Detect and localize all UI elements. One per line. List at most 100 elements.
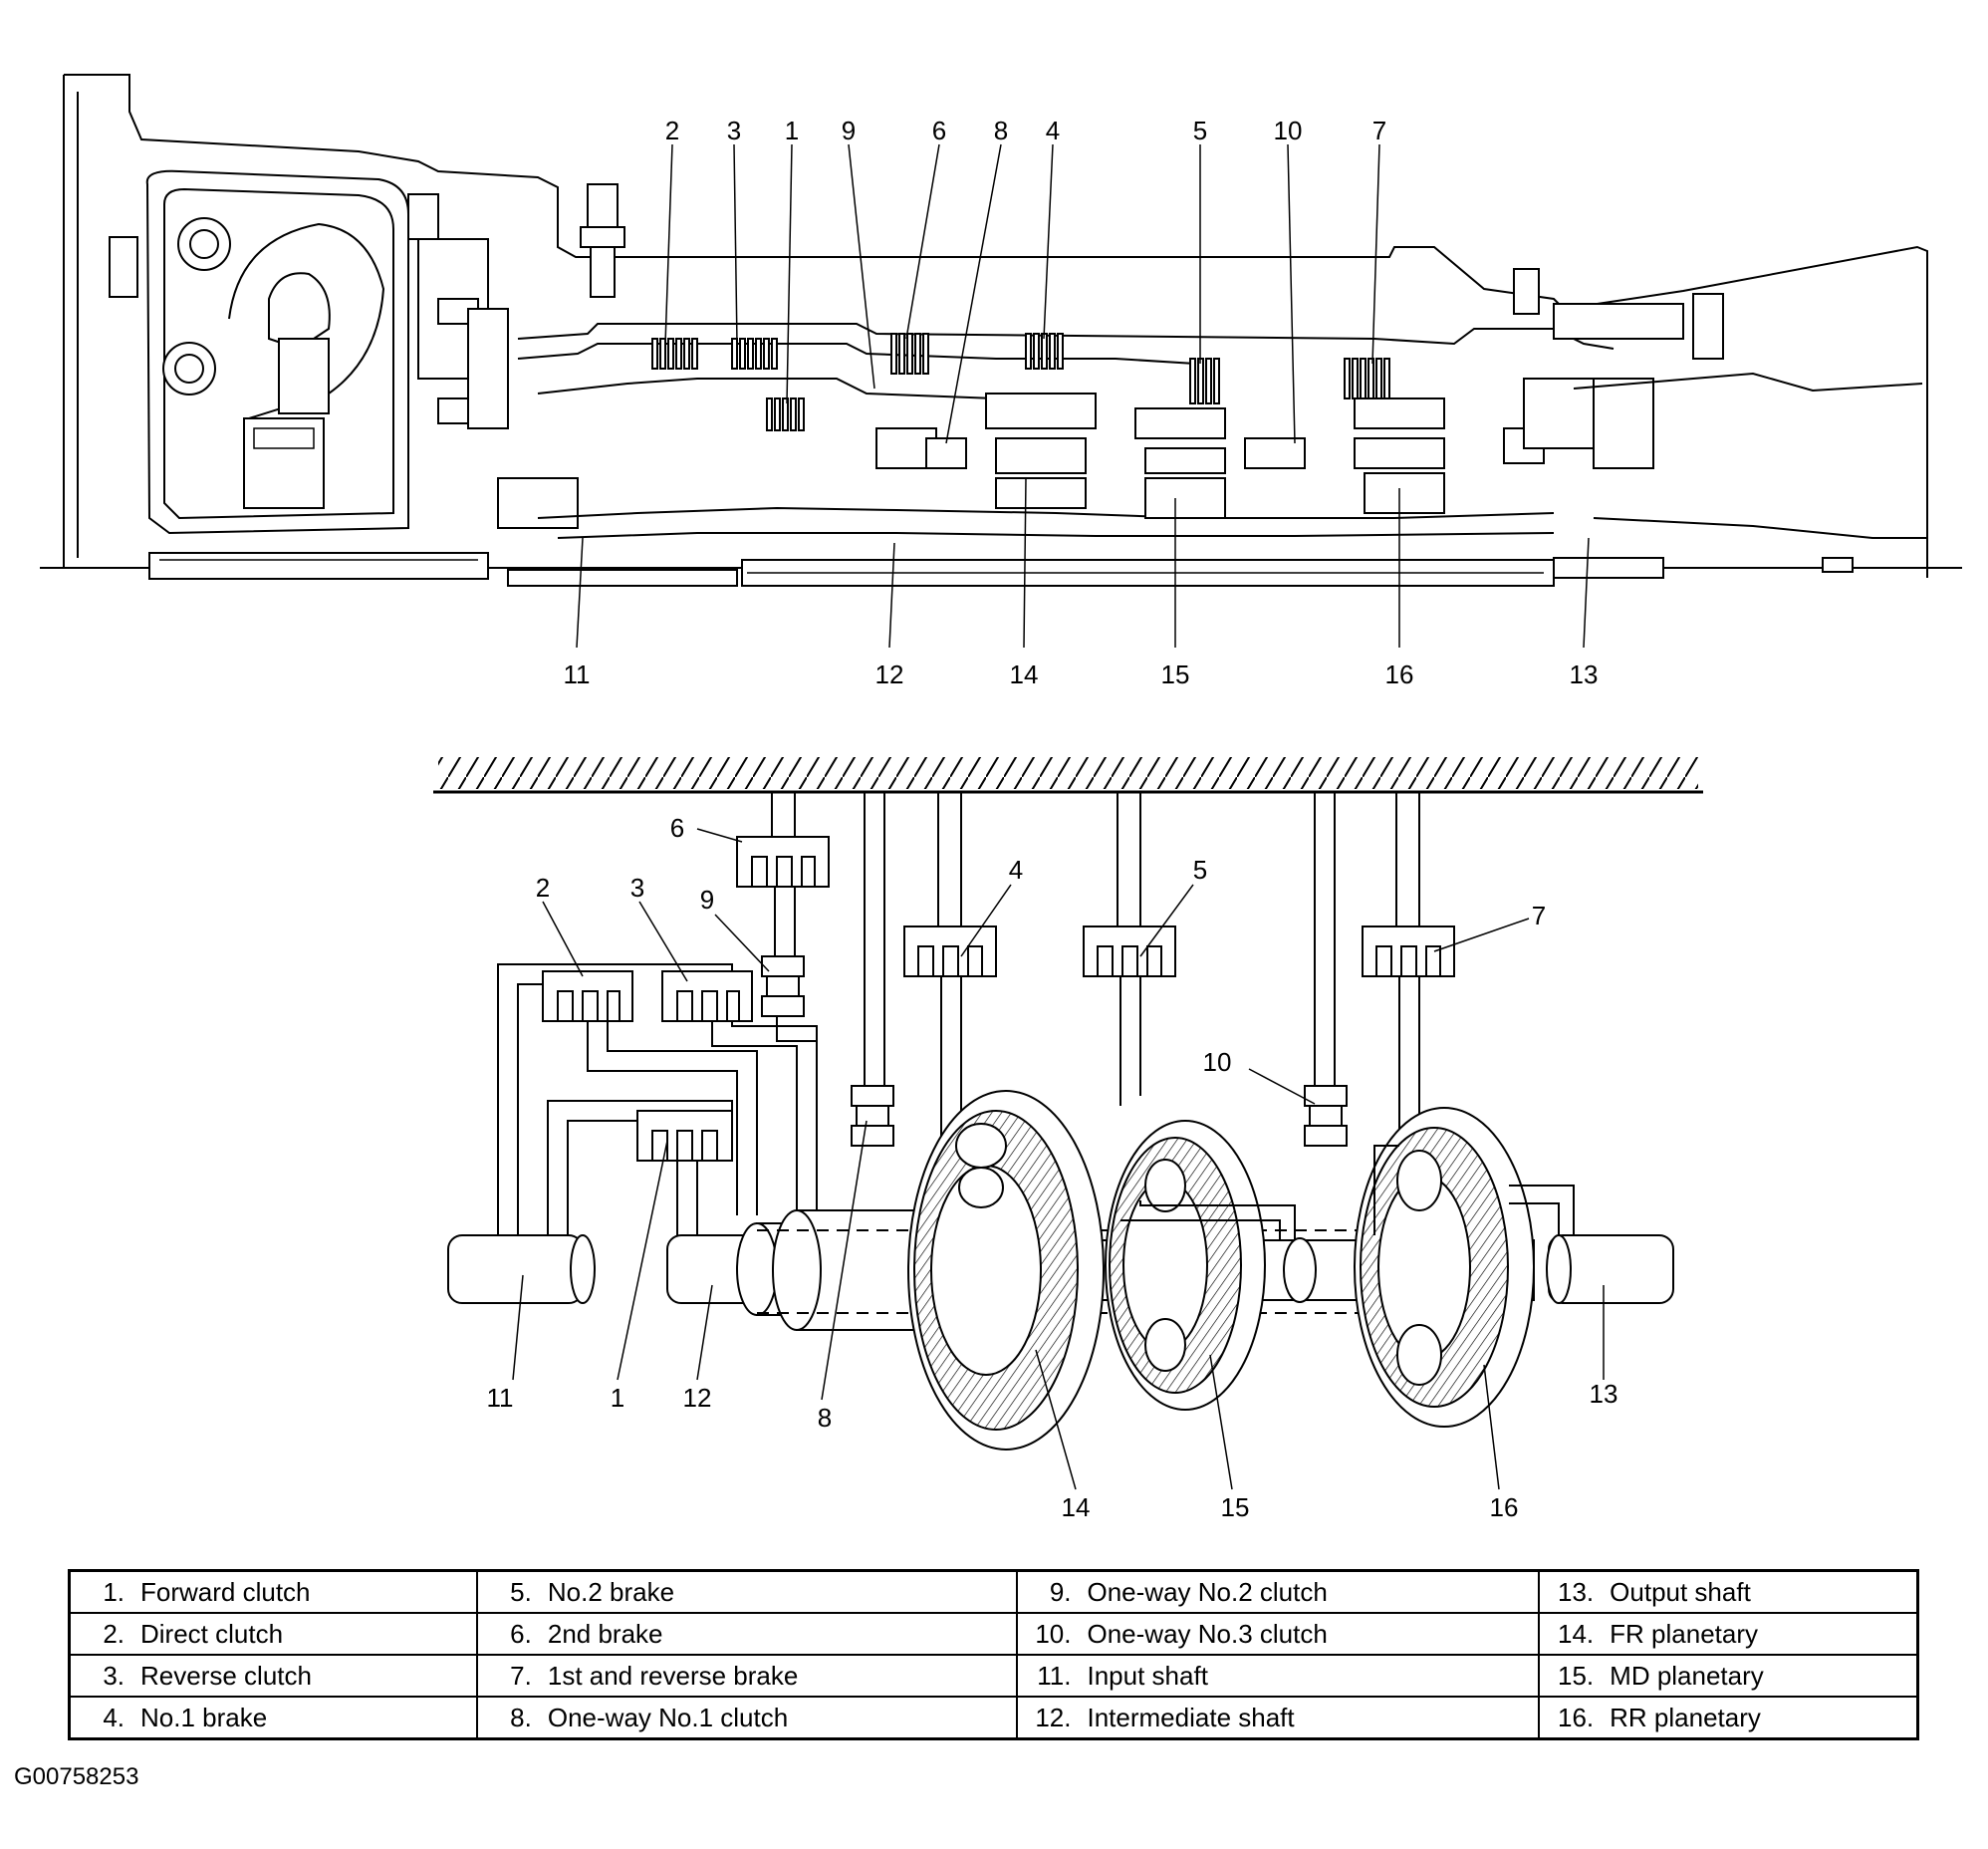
callout-10: 10	[1274, 116, 1303, 145]
legend-label: 1st and reverse brake	[547, 1660, 799, 1691]
legend-number: 9.	[1049, 1576, 1072, 1607]
one-way-clutch-9-symbol	[761, 955, 805, 1017]
cross-section-view: 2 3 1 9 6 8 4 5 10 7 11 12 14 15 16 13	[40, 74, 1962, 689]
legend-number: 16.	[1558, 1702, 1595, 1732]
legend-cell: 6. 2nd brake	[475, 1612, 1018, 1656]
legend-cell: 7. 1st and reverse brake	[475, 1654, 1018, 1698]
legend-number: 3.	[103, 1660, 124, 1691]
schematic-callout-3: 3	[630, 873, 644, 903]
schematic-callout-14: 14	[1062, 1492, 1091, 1522]
legend-number: 6.	[510, 1618, 532, 1649]
legend-cell: 13.Output shaft	[1538, 1569, 1919, 1614]
schematic-callout-7: 7	[1532, 901, 1546, 930]
legend-cell: 15. MD planetary	[1538, 1654, 1919, 1698]
legend-label: Intermediate shaft	[1087, 1702, 1295, 1732]
legend-label: MD planetary	[1610, 1660, 1764, 1691]
schematic-view: 6 2 3 9 4 5 7 10 11 1 12 8 13 14 15 16	[433, 757, 1703, 1522]
fr-planetary-symbol	[907, 1090, 1105, 1451]
schematic-callout-8: 8	[818, 1403, 832, 1433]
legend-label: 2nd brake	[547, 1618, 663, 1649]
figure-id: G00758253	[14, 1763, 139, 1790]
callout-9: 9	[842, 116, 856, 145]
legend-cell: 9. One-way No.2 clutch	[1015, 1569, 1541, 1614]
schematic-callout-2: 2	[536, 873, 550, 903]
legend-cell: 2. Direct clutch	[68, 1612, 478, 1656]
legend-label: One-way No.2 clutch	[1087, 1576, 1328, 1607]
legend-label: Forward clutch	[140, 1576, 311, 1607]
schematic-callout-13: 13	[1590, 1379, 1618, 1409]
legend-cell: 10. One-way No.3 clutch	[1015, 1612, 1541, 1656]
brake-4-symbol	[903, 925, 997, 1136]
legend-number: 4.	[103, 1702, 124, 1732]
callout-8: 8	[994, 116, 1008, 145]
callout-15: 15	[1161, 660, 1190, 689]
callout-4: 4	[1046, 116, 1060, 145]
transmission-case-outline	[64, 74, 1928, 578]
component-legend-table: 1.Forward clutch 5.No.2 brake 9.One-way …	[68, 1569, 1919, 1740]
one-way-clutch-10-symbol	[1304, 1085, 1348, 1147]
legend-row: 1.Forward clutch 5.No.2 brake 9.One-way …	[68, 1569, 1919, 1614]
legend-cell: 11. Input shaft	[1015, 1654, 1541, 1698]
schematic-callout-16: 16	[1490, 1492, 1519, 1522]
legend-label: FR planetary	[1610, 1618, 1758, 1649]
legend-number: 15.	[1558, 1660, 1595, 1691]
legend-number: 5.	[510, 1576, 532, 1607]
legend-number: 12.	[1035, 1702, 1072, 1732]
rr-planetary-symbol	[1354, 1107, 1535, 1428]
schematic-callout-12: 12	[683, 1383, 712, 1413]
legend-label: One-way No.3 clutch	[1087, 1618, 1328, 1649]
legend-row: 2. Direct clutch 6. 2nd brake 10. One-way N…	[68, 1612, 1919, 1656]
legend-row: 4. No.1 brake 8.One-way No.1 clutch 12. In…	[68, 1696, 1919, 1740]
legend-cell: 16. RR planetary	[1538, 1696, 1919, 1740]
callout-12: 12	[875, 660, 904, 689]
planetary-sets-section	[875, 378, 1654, 519]
legend-cell: 8.One-way No.1 clutch	[475, 1696, 1018, 1740]
callout-5: 5	[1193, 116, 1207, 145]
schematic-callout-6: 6	[670, 813, 684, 843]
clutch-plates	[651, 333, 1390, 431]
legend-cell: 14.FR planetary	[1538, 1612, 1919, 1656]
legend-label: Direct clutch	[140, 1618, 284, 1649]
schematic-callout-15: 15	[1221, 1492, 1250, 1522]
schematic-callout-1: 1	[611, 1383, 624, 1413]
one-way-clutch-8-symbol	[851, 1085, 894, 1147]
legend-label: No.1 brake	[140, 1702, 268, 1732]
callout-3: 3	[727, 116, 741, 145]
legend-cell: 4. No.1 brake	[68, 1696, 478, 1740]
legend-label: Output shaft	[1610, 1576, 1751, 1607]
callout-13: 13	[1570, 660, 1599, 689]
callout-6: 6	[932, 116, 946, 145]
schematic-callout-10: 10	[1203, 1047, 1232, 1077]
brake-5-symbol	[1083, 925, 1176, 1106]
callout-2: 2	[665, 116, 679, 145]
clutch-2-3-frame	[497, 963, 818, 1235]
legend-number: 8.	[510, 1702, 532, 1732]
clutch-1-symbol	[547, 1100, 733, 1235]
brake-7-symbol	[1362, 925, 1455, 1146]
legend-cell: 1. Forward clutch	[68, 1569, 478, 1614]
callout-16: 16	[1385, 660, 1414, 689]
shafts-section	[148, 552, 1664, 587]
legend-number: 1.	[103, 1576, 124, 1607]
schematic-callout-5: 5	[1193, 855, 1207, 885]
legend-number: 2.	[103, 1618, 124, 1649]
legend-number: 10.	[1035, 1618, 1072, 1649]
callout-14: 14	[1010, 660, 1039, 689]
ground-hatch	[438, 757, 1698, 789]
legend-label: Input shaft	[1087, 1660, 1208, 1691]
cross-section-leader-lines	[576, 143, 1590, 649]
legend-label: RR planetary	[1610, 1702, 1761, 1732]
schematic-callout-11: 11	[487, 1383, 514, 1413]
legend-cell: 12. Intermediate shaft	[1015, 1696, 1541, 1740]
callout-7: 7	[1372, 116, 1386, 145]
legend-number: 11.	[1037, 1660, 1072, 1691]
legend-cell: 3. Reverse clutch	[68, 1654, 478, 1698]
input-shaft-symbol	[447, 1234, 596, 1304]
legend-number: 7.	[510, 1660, 532, 1691]
md-planetary-symbol	[1105, 1120, 1266, 1411]
callout-1: 1	[785, 116, 799, 145]
schematic-leader-lines	[512, 828, 1605, 1490]
output-shaft-symbol	[1546, 1234, 1674, 1304]
legend-label: Reverse clutch	[140, 1660, 312, 1691]
